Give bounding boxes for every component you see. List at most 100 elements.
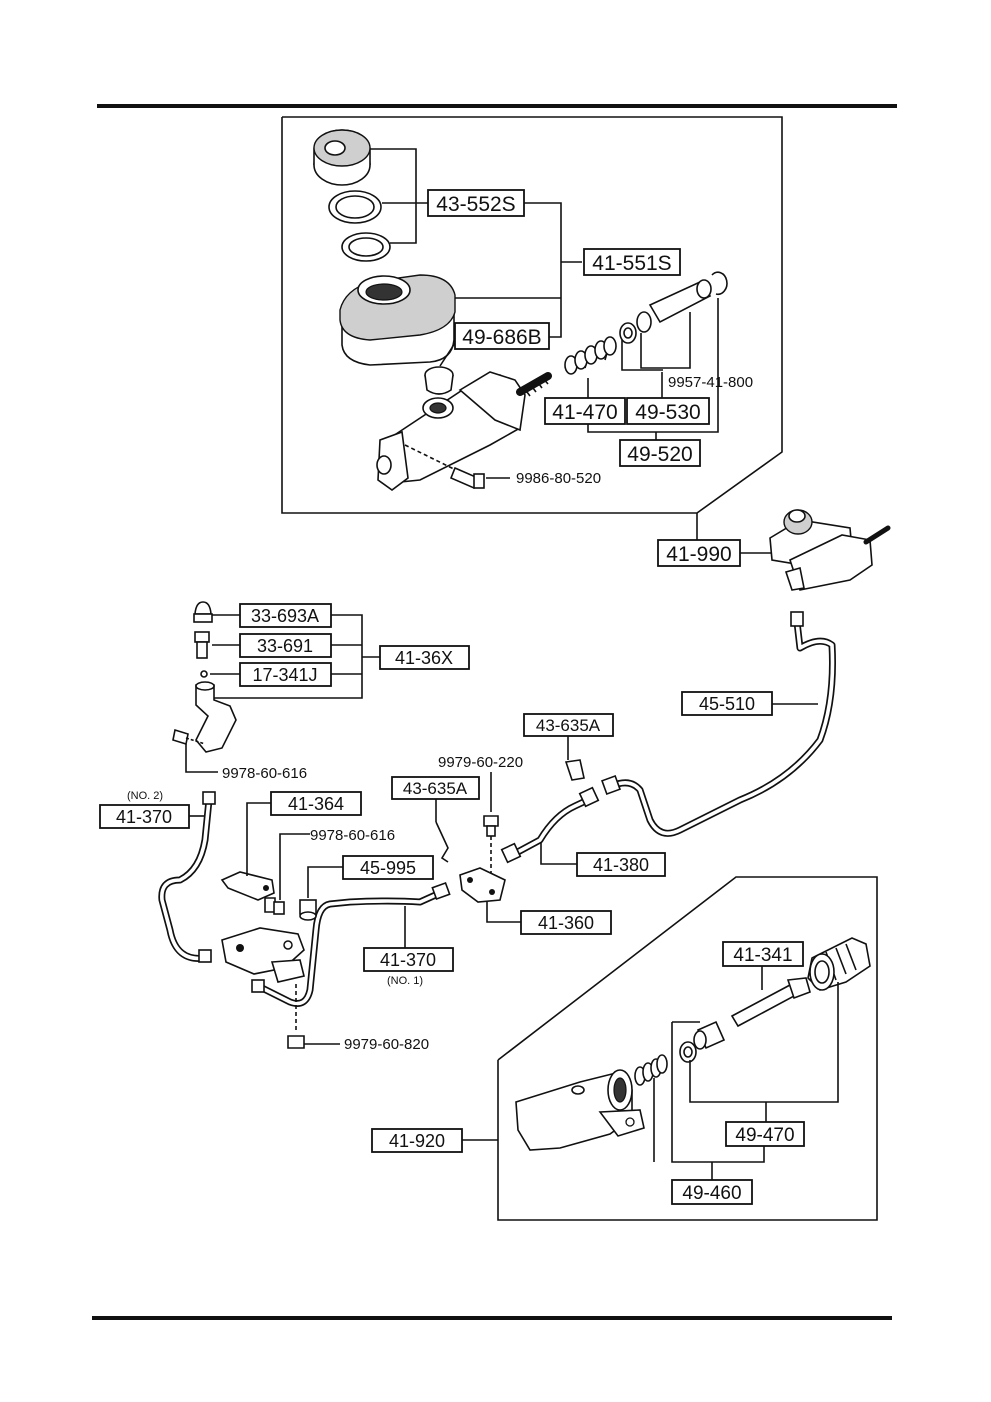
svg-text:9979-60-220: 9979-60-220 — [438, 754, 523, 771]
clutch-pipe-41-370-no1 — [251, 881, 451, 1007]
svg-text:45-510: 45-510 — [699, 694, 755, 714]
hose-clip-mid — [435, 821, 449, 863]
snap-ring — [711, 271, 728, 296]
label-49-470: 49-470 — [725, 1121, 805, 1147]
label-9979-60-220: 9979-60-220 — [438, 754, 523, 771]
cup-seal — [619, 322, 637, 344]
label-43-552S: 43-552S — [427, 189, 525, 217]
label-41-920: 41-920 — [371, 1128, 463, 1153]
bleeder-screw — [194, 631, 210, 659]
release-boot — [807, 937, 871, 991]
label-45-510: 45-510 — [681, 691, 773, 716]
svg-text:(NO. 1): (NO. 1) — [387, 975, 423, 987]
svg-text:41-380: 41-380 — [593, 855, 649, 875]
strainer-ring — [341, 232, 391, 262]
master-cylinder-frame — [281, 116, 783, 514]
svg-text:49-460: 49-460 — [682, 1183, 741, 1204]
nut-45-995 — [299, 899, 317, 921]
svg-text:9986-80-520: 9986-80-520 — [516, 470, 601, 487]
bleeder-cap — [193, 601, 213, 623]
label-41-360: 41-360 — [520, 910, 612, 935]
label-41-470: 41-470 — [544, 397, 626, 425]
svg-text:43-635A: 43-635A — [536, 716, 601, 735]
release-cylinder-body — [515, 1069, 645, 1151]
label-9978-60-616-a: 9978-60-616 — [222, 765, 307, 782]
svg-text:9978-60-616: 9978-60-616 — [310, 827, 395, 844]
release-spring — [634, 1054, 668, 1086]
bolt-9978-60-616-b — [273, 901, 285, 915]
label-9986-80-520: 9986-80-520 — [516, 470, 601, 487]
svg-text:41-990: 41-990 — [666, 543, 731, 566]
svg-text:17-341J: 17-341J — [252, 665, 317, 685]
label-41-370-no2: 41-370 — [99, 804, 190, 829]
svg-text:41-36X: 41-36X — [395, 648, 453, 668]
piston — [636, 279, 712, 333]
svg-text:49-530: 49-530 — [635, 401, 700, 424]
clutch-hose-41-380 — [500, 786, 600, 864]
hose-bracket-41-360 — [459, 867, 506, 903]
svg-text:41-370: 41-370 — [116, 807, 172, 827]
label-no2: (NO. 2) — [127, 790, 163, 802]
reservoir-cap — [313, 129, 371, 186]
svg-text:49-686B: 49-686B — [462, 326, 541, 349]
label-41-990: 41-990 — [657, 539, 741, 567]
label-17-341J: 17-341J — [239, 662, 332, 687]
label-33-693A: 33-693A — [239, 603, 332, 628]
label-41-370-no1: 41-370 — [363, 947, 454, 972]
label-41-380: 41-380 — [576, 852, 666, 877]
svg-text:9957-41-800: 9957-41-800 — [668, 374, 753, 391]
label-no1: (NO. 1) — [387, 975, 423, 987]
label-41-551S: 41-551S — [583, 248, 681, 276]
bolt-9979-60-220 — [483, 815, 499, 880]
svg-text:41-551S: 41-551S — [592, 252, 671, 275]
bolt-9986-80-520 — [404, 444, 485, 490]
cap-ring — [328, 190, 382, 224]
svg-text:33-691: 33-691 — [257, 636, 313, 656]
master-cylinder-assembly-41-990 — [740, 509, 891, 591]
pipe-junction-block — [221, 927, 305, 983]
label-9979-60-820: 9979-60-820 — [344, 1036, 429, 1053]
release-cup — [679, 1041, 697, 1063]
svg-text:41-920: 41-920 — [389, 1131, 445, 1151]
pedal-bracket-body — [195, 681, 237, 753]
label-49-686B: 49-686B — [454, 322, 550, 350]
release-cylinder-frame — [497, 876, 878, 1221]
label-41-341: 41-341 — [722, 941, 804, 967]
label-49-460: 49-460 — [671, 1179, 753, 1205]
label-9978-60-616-b: 9978-60-616 — [310, 827, 395, 844]
ball — [200, 670, 208, 678]
svg-text:(NO. 2): (NO. 2) — [127, 790, 163, 802]
reservoir-body — [339, 274, 456, 366]
label-41-36X: 41-36X — [379, 645, 470, 670]
svg-text:43-635A: 43-635A — [403, 779, 468, 798]
svg-text:41-341: 41-341 — [733, 945, 792, 966]
label-41-364: 41-364 — [270, 791, 362, 816]
push-rod-41-341 — [730, 977, 811, 1028]
label-9957-41-800: 9957-41-800 — [668, 374, 753, 391]
svg-text:49-470: 49-470 — [735, 1125, 794, 1146]
label-43-635A-top: 43-635A — [523, 713, 614, 737]
svg-text:45-995: 45-995 — [360, 858, 416, 878]
svg-text:41-364: 41-364 — [288, 794, 344, 814]
svg-text:41-370: 41-370 — [380, 950, 436, 970]
bolt-9979-60-820 — [287, 984, 305, 1049]
reservoir-grommet — [424, 366, 454, 395]
label-49-530: 49-530 — [626, 397, 710, 425]
release-piston — [693, 1020, 726, 1050]
label-49-520: 49-520 — [619, 439, 701, 467]
pipe-bracket-41-364 — [220, 871, 276, 913]
hose-clip-top — [564, 759, 585, 781]
label-43-635A-mid: 43-635A — [391, 776, 480, 800]
label-33-691: 33-691 — [239, 633, 332, 658]
clutch-pipe-45-510 — [601, 611, 836, 837]
svg-text:9978-60-616: 9978-60-616 — [222, 765, 307, 782]
svg-text:9979-60-820: 9979-60-820 — [344, 1036, 429, 1053]
svg-text:33-693A: 33-693A — [251, 606, 319, 626]
svg-text:43-552S: 43-552S — [436, 193, 515, 216]
clutch-pipe-41-370-no2 — [158, 791, 216, 963]
spring — [564, 336, 617, 375]
svg-text:49-520: 49-520 — [627, 443, 692, 466]
svg-text:41-360: 41-360 — [538, 913, 594, 933]
master-cylinder-body — [376, 371, 552, 491]
